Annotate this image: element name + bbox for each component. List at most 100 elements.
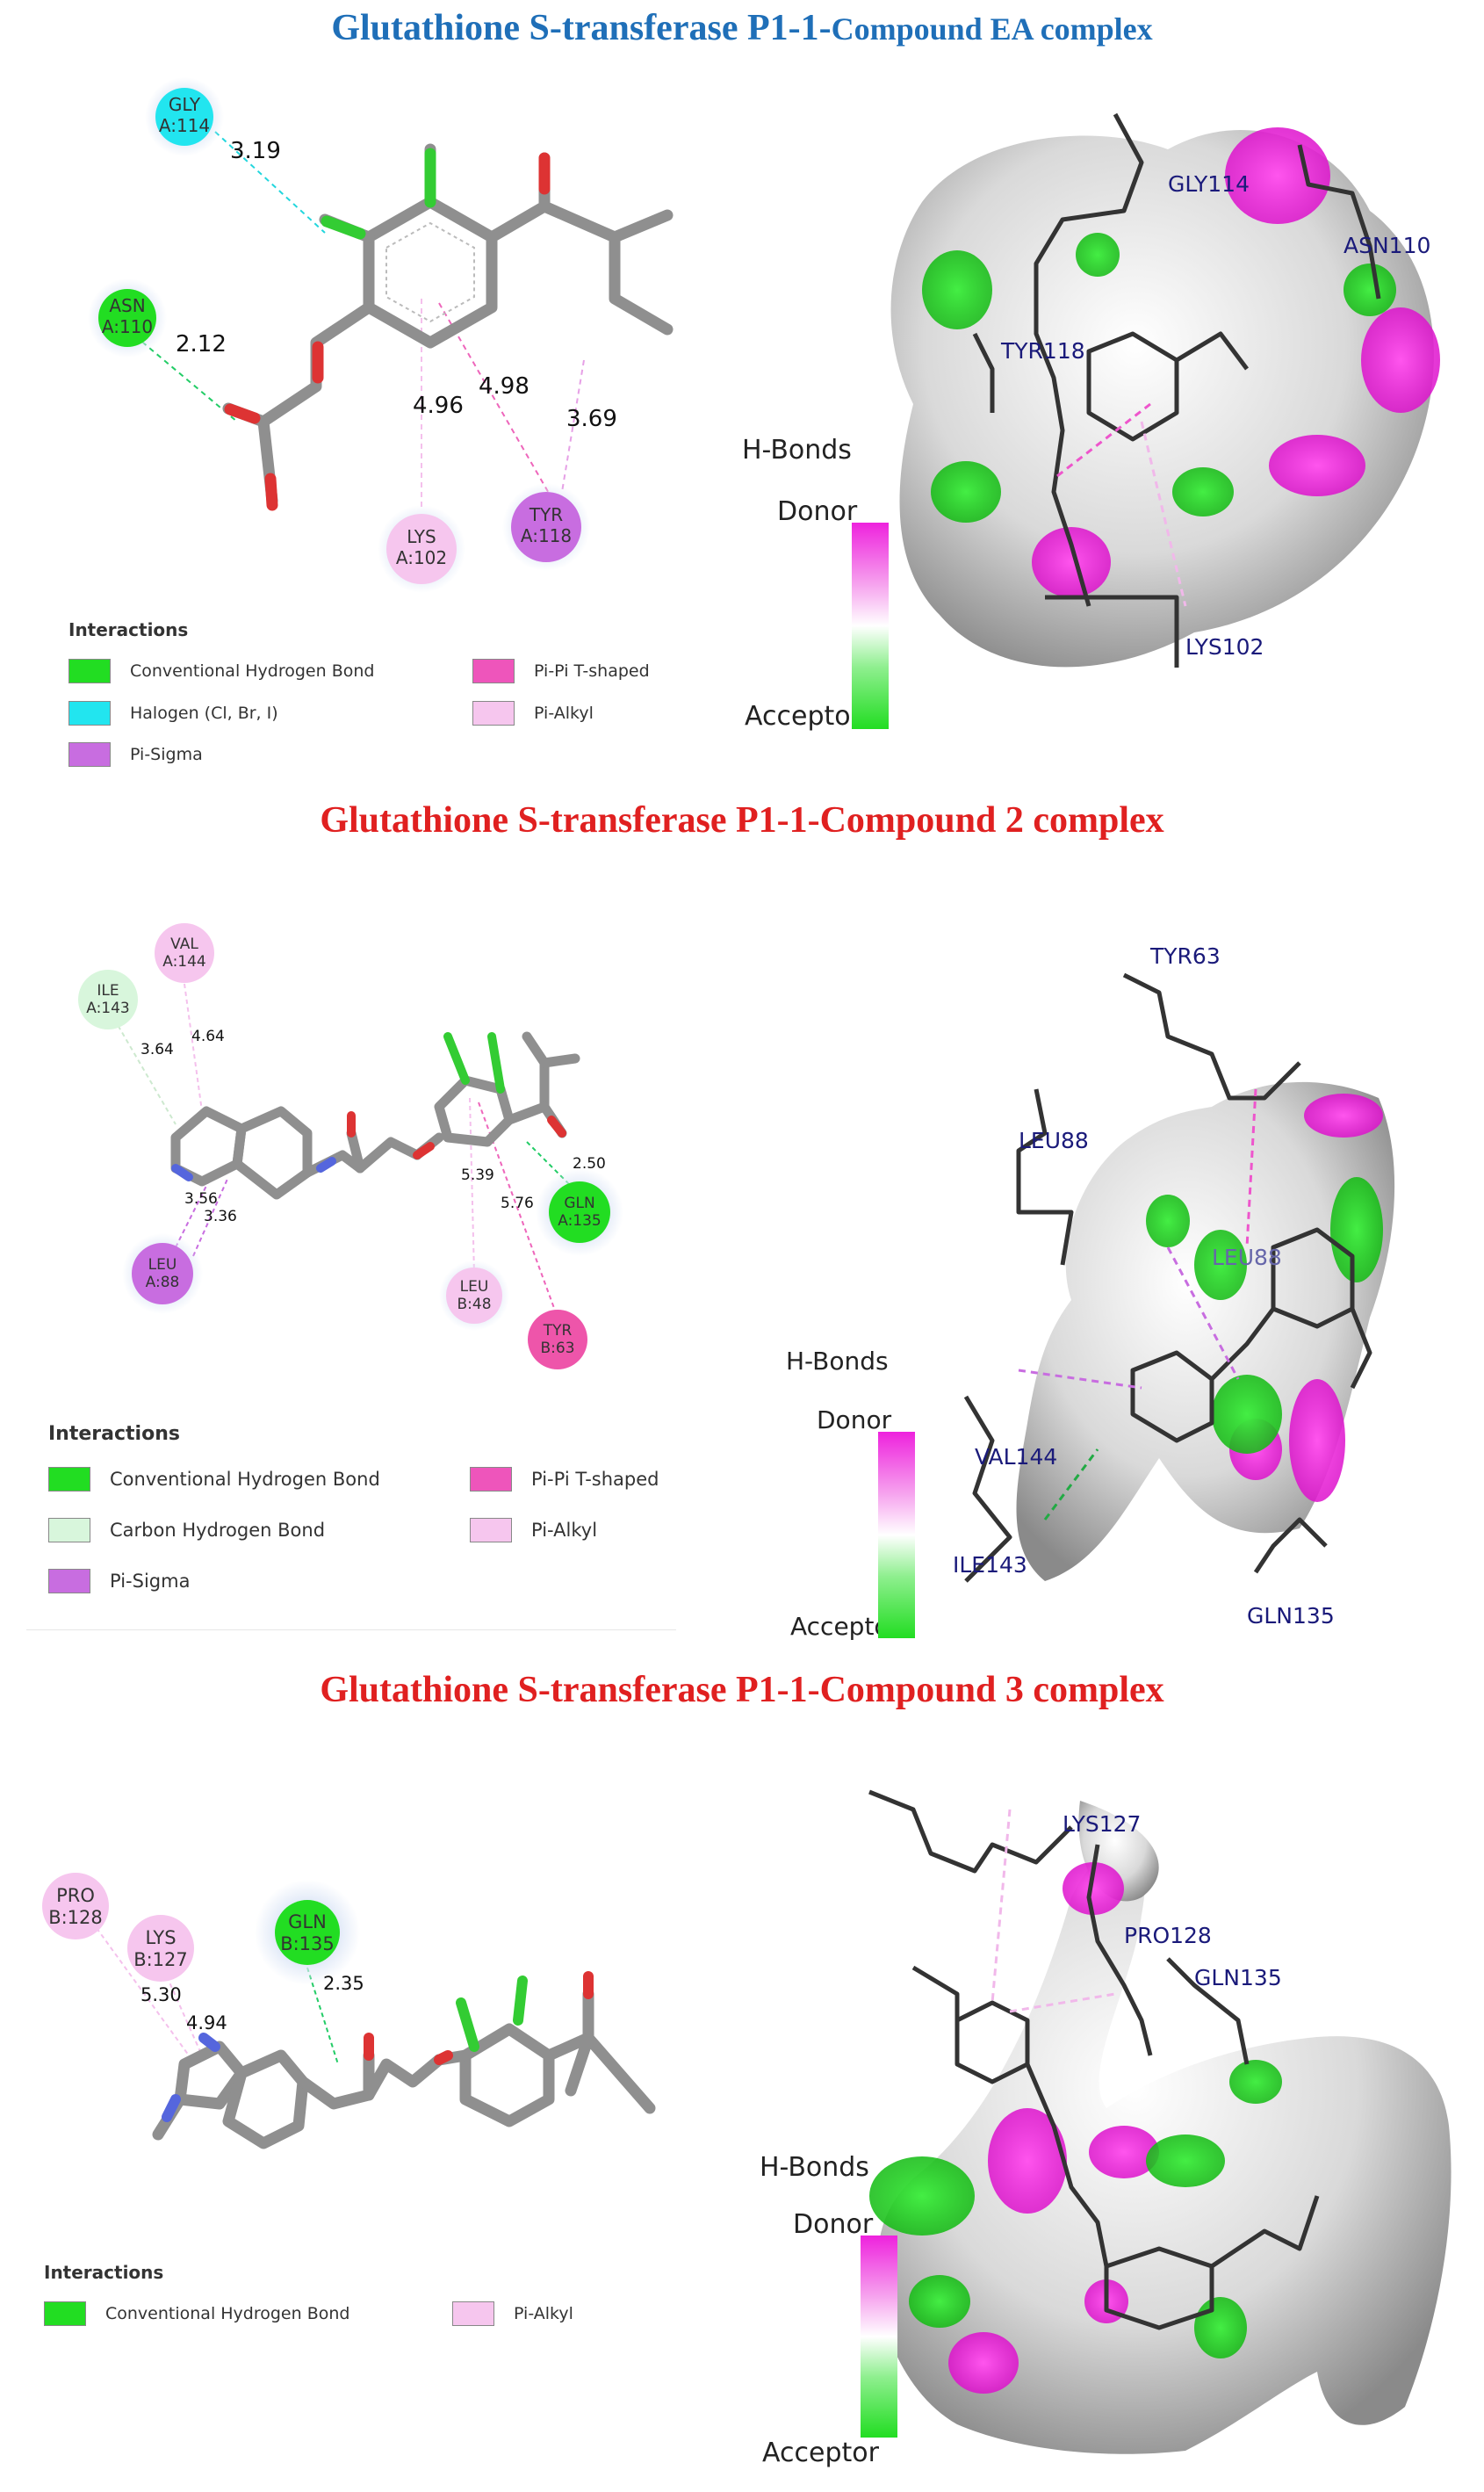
- svg-text:PRO: PRO: [56, 1885, 95, 1906]
- panel3-3d-surface: LYS127 PRO128 GLN135: [868, 1789, 1452, 2454]
- panel2-2d-diagram: VAL A:144 ILE A:143 LEU A:88 GLN A:135: [78, 923, 623, 1369]
- residue-leu-a88: LEU A:88: [122, 1233, 203, 1314]
- svg-text:ILE: ILE: [97, 982, 119, 1000]
- surface-label: TYR63: [1149, 943, 1221, 969]
- panel3-hbonds-title: H-Bonds: [760, 2152, 869, 2183]
- panel3-title: Glutathione S-transferase P1-1-Compound …: [320, 1670, 1164, 1710]
- oxygen-atom: [224, 403, 261, 424]
- residue-lys-b127: LYS B:127: [127, 1915, 194, 1982]
- svg-text:A:114: A:114: [159, 115, 210, 136]
- ligand-ea-skeleton: [222, 143, 674, 507]
- oxygen-atom: [264, 473, 278, 511]
- distance-label: 2.12: [176, 331, 227, 358]
- panel1-3d-surface: GLY114 ASN110 TYR118 LYS102: [890, 112, 1440, 668]
- panel2-divider: [26, 1629, 676, 1630]
- svg-text:A:102: A:102: [396, 547, 447, 568]
- distance-label: 4.98: [479, 373, 529, 400]
- legend-item: Pi-Alkyl: [452, 2301, 573, 2326]
- residue-leu-b48: LEU B:48: [439, 1260, 509, 1331]
- distance-label: 3.19: [230, 138, 281, 164]
- svg-text:A:118: A:118: [521, 525, 572, 546]
- surface-label: TYR118: [1000, 338, 1085, 364]
- panel1-title-sub: Compound EA complex: [831, 11, 1153, 47]
- legend-heading: Interactions: [48, 1423, 180, 1445]
- legend-item: Pi-Pi T-shaped: [472, 659, 650, 683]
- panel1-2d-diagram: GLY A:114 ASN A:110 LYS A:102 TYR A:118 …: [88, 77, 674, 593]
- svg-text:GLN: GLN: [288, 1911, 327, 1932]
- residue-tyr-a118: TYR A:118: [502, 483, 590, 571]
- surface-label: GLN135: [1194, 1965, 1282, 1990]
- svg-text:A:88: A:88: [146, 1274, 180, 1291]
- panel2-hbonds-colorbar: [878, 1432, 915, 1638]
- distance-label: 3.69: [566, 406, 617, 432]
- residue-pro-b128: PRO B:128: [42, 1873, 109, 1939]
- residue-tyr-b63: TYR B:63: [528, 1310, 587, 1369]
- distance-label: 2.35: [323, 1973, 364, 1994]
- residue-lys-a102: LYS A:102: [378, 505, 465, 593]
- svg-text:GLN: GLN: [564, 1195, 594, 1212]
- panel1-title-main: Glutathione S-transferase P1-1-: [331, 8, 832, 48]
- svg-text:ASN: ASN: [109, 295, 145, 316]
- svg-text:B:127: B:127: [133, 1949, 188, 1970]
- legend-item: Pi-Sigma: [68, 742, 203, 767]
- distance-label: 4.64: [191, 1028, 225, 1045]
- panel1-hbonds-acceptor: Acceptor: [745, 701, 861, 732]
- distance-label: 4.96: [413, 393, 464, 419]
- panel2-legend: Interactions Conventional Hydrogen Bond …: [48, 1423, 681, 1599]
- svg-text:LYS: LYS: [407, 526, 436, 547]
- panel1-legend: Interactions Conventional Hydrogen Bond …: [68, 619, 683, 773]
- panel3-hbonds-donor: Donor: [793, 2209, 874, 2240]
- legend-heading: Interactions: [44, 2262, 164, 2283]
- legend-item: Conventional Hydrogen Bond: [68, 659, 374, 683]
- legend-item: Carbon Hydrogen Bond: [48, 1518, 325, 1542]
- panel3-hbonds-colorbar: [861, 2236, 897, 2438]
- legend-item: Conventional Hydrogen Bond: [48, 1467, 380, 1492]
- panel1-hbonds-donor: Donor: [777, 496, 858, 527]
- svg-text:VAL: VAL: [170, 935, 198, 953]
- svg-text:B:48: B:48: [457, 1296, 491, 1313]
- svg-text:GLY: GLY: [169, 94, 201, 115]
- distance-label: 3.36: [204, 1208, 237, 1225]
- panel1-hbonds-colorbar: [852, 523, 889, 729]
- svg-text:A:110: A:110: [102, 316, 153, 337]
- surface-label: LYS127: [1063, 1811, 1141, 1837]
- distance-label: 3.56: [184, 1190, 218, 1208]
- panel3-hbonds-acceptor: Acceptor: [762, 2438, 879, 2468]
- distance-label: 5.30: [140, 1984, 182, 2005]
- surface-label: PRO128: [1124, 1923, 1212, 1948]
- legend-item: Pi-Pi T-shaped: [470, 1467, 659, 1492]
- distance-label: 4.94: [186, 2012, 227, 2033]
- legend-item: Pi-Alkyl: [470, 1518, 597, 1542]
- surface-label: LYS102: [1185, 634, 1264, 660]
- legend-item: Halogen (Cl, Br, I): [68, 701, 278, 726]
- chlorine-atom: [321, 215, 366, 240]
- surface-label: VAL144: [975, 1444, 1057, 1470]
- residue-asn-a110: ASN A:110: [88, 278, 167, 358]
- pi-sigma-line: [561, 359, 585, 493]
- panel2-3d-surface: TYR63 LEU88 LEU88 VAL144 ILE143 GLN135: [953, 943, 1395, 1629]
- panel1-hbonds-title: H-Bonds: [742, 435, 852, 466]
- distance-label: 3.64: [140, 1041, 174, 1058]
- surface-label: GLY114: [1168, 171, 1250, 197]
- distance-label: 5.76: [501, 1195, 534, 1212]
- panel2-title: Glutathione S-transferase P1-1-Compound …: [320, 800, 1164, 841]
- surface-label: LEU88: [1019, 1128, 1089, 1153]
- surface-label: LEU88: [1212, 1245, 1282, 1270]
- residue-gln-b135: GLN B:135: [255, 1880, 360, 1985]
- residue-val-a144: VAL A:144: [155, 923, 214, 983]
- legend-item: Conventional Hydrogen Bond: [44, 2301, 349, 2326]
- panel1-title: Glutathione S-transferase P1-1-Compound …: [0, 7, 1484, 49]
- residue-gln-a135: GLN A:135: [536, 1168, 623, 1256]
- distance-label: 2.50: [573, 1155, 606, 1173]
- residue-gly-a114: GLY A:114: [145, 77, 224, 156]
- svg-text:TYR: TYR: [529, 504, 563, 525]
- surface-label: ILE143: [953, 1552, 1027, 1578]
- surface-label: GLN135: [1247, 1603, 1335, 1629]
- ligand-2-skeleton: [170, 1031, 580, 1200]
- svg-text:TYR: TYR: [543, 1322, 573, 1340]
- panel3-legend: Interactions Conventional Hydrogen Bond …: [44, 2262, 676, 2341]
- legend-item: Pi-Sigma: [48, 1569, 190, 1593]
- distance-label: 5.39: [461, 1167, 494, 1184]
- svg-text:LEU: LEU: [460, 1278, 489, 1296]
- panel3-2d-diagram: PRO B:128 LYS B:127 GLN B:135 5.30 4.94 …: [42, 1873, 656, 2149]
